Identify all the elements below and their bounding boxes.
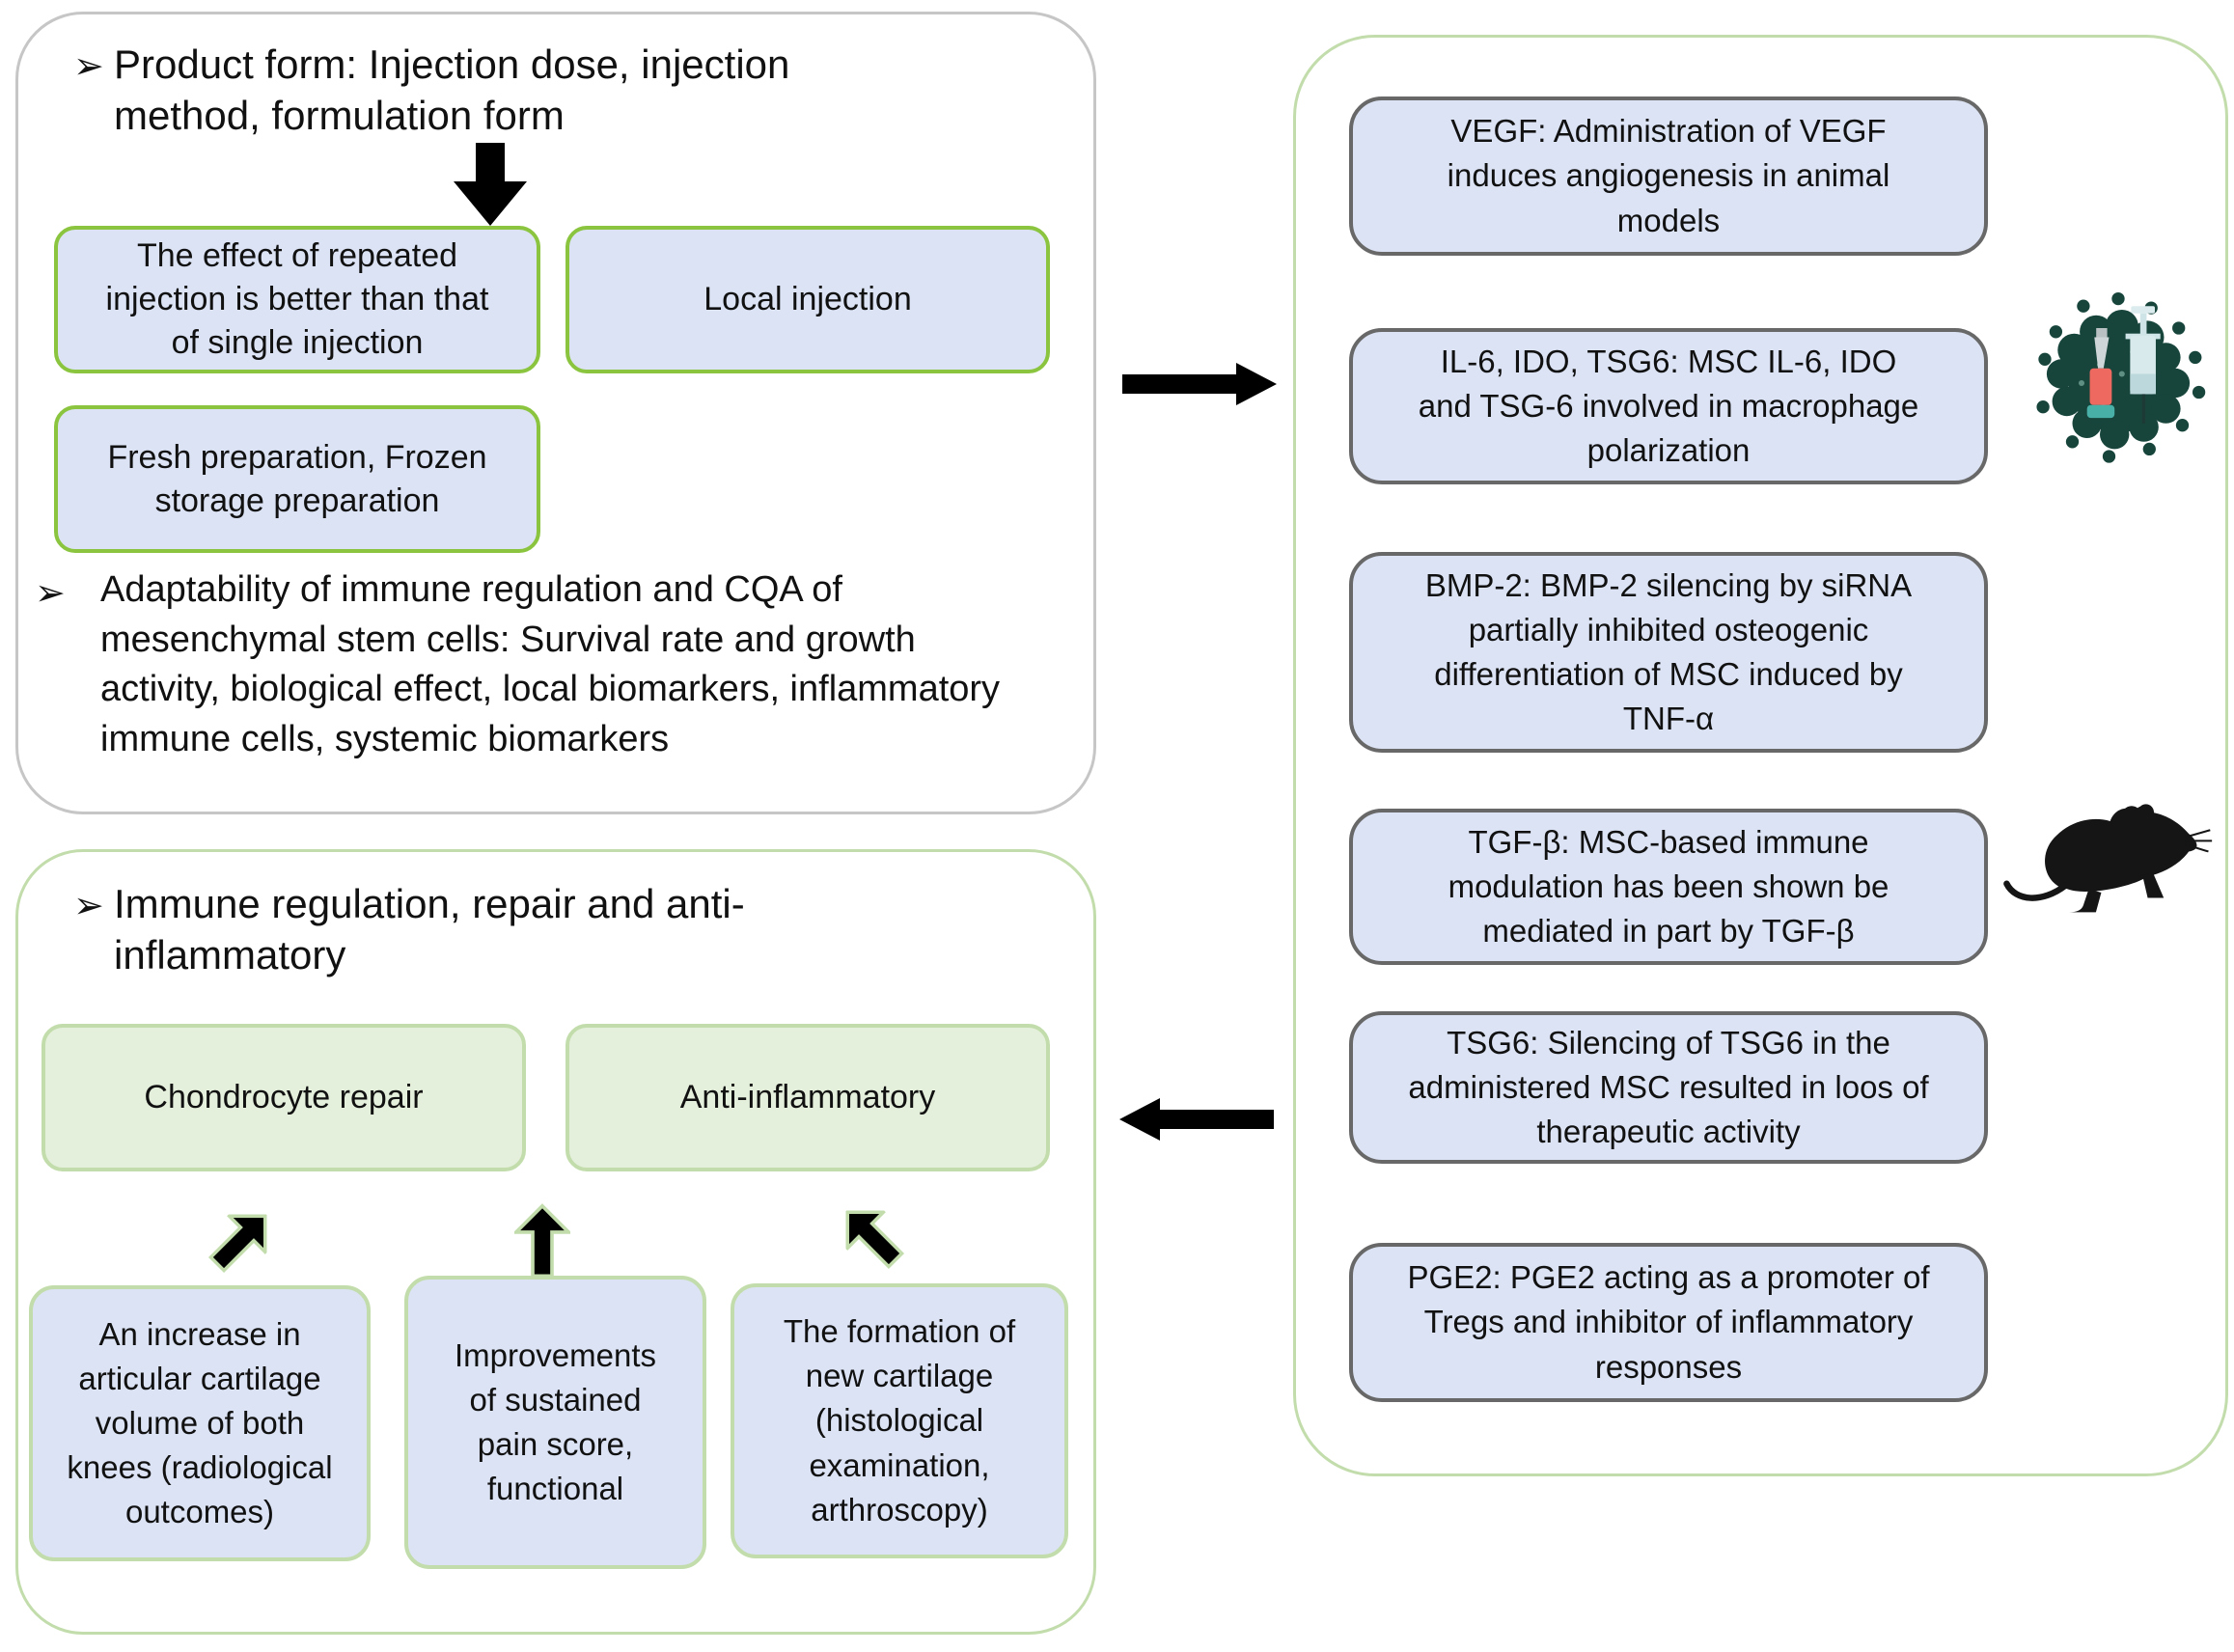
- new-cartilage-box: The formation of new cartilage (histolog…: [731, 1283, 1068, 1558]
- repeated-injection-box: The effect of repeated injection is bett…: [54, 226, 540, 373]
- tgf-beta-box: TGF-β: MSC-based immune modulation has b…: [1349, 809, 1988, 965]
- vegf-box: VEGF: Administration of VEGF induces ang…: [1349, 96, 1988, 256]
- product-form-bullet: Product form: Injection dose, injection …: [114, 41, 790, 139]
- il6-ido-tsg6-box: IL-6, IDO, TSG6: MSC IL-6, IDO and TSG-6…: [1349, 328, 1988, 484]
- bullet-icon: ➢: [35, 573, 66, 614]
- left-arrow-icon: [1119, 1098, 1274, 1141]
- immune-regulation-bullet: Immune regulation, repair and anti-infla…: [114, 881, 745, 978]
- pge2-box: PGE2: PGE2 acting as a promoter of Tregs…: [1349, 1243, 1988, 1402]
- right-arrow-icon: [1122, 363, 1277, 405]
- adaptability-bullet: Adaptability of immune regulation and CQ…: [100, 569, 1001, 760]
- anti-inflammatory-box: Anti-inflammatory: [565, 1024, 1050, 1171]
- up-arrow-icon: [514, 1202, 570, 1280]
- chondrocyte-repair-box: Chondrocyte repair: [41, 1024, 526, 1171]
- bullet-icon: ➢: [73, 46, 104, 87]
- mechanism-panel: [1293, 35, 2228, 1476]
- local-injection-box: Local injection: [565, 226, 1050, 373]
- mouse-icon: [2000, 784, 2214, 930]
- cartilage-volume-box: An increase in articular cartilage volum…: [29, 1285, 371, 1561]
- pain-score-box: Improvements of sustained pain score, fu…: [404, 1276, 706, 1569]
- fresh-preparation-box: Fresh preparation, Frozen storage prepar…: [54, 405, 540, 553]
- down-arrow-icon: [454, 143, 527, 226]
- bullet-icon: ➢: [73, 886, 104, 926]
- up-left-arrow-icon: [827, 1192, 916, 1280]
- tsg6-silencing-box: TSG6: Silencing of TSG6 in the administe…: [1349, 1011, 1988, 1164]
- virus-syringe-icon: [2027, 280, 2210, 468]
- up-right-arrow-icon: [197, 1196, 286, 1284]
- bmp2-box: BMP-2: BMP-2 silencing by siRNA partiall…: [1349, 552, 1988, 753]
